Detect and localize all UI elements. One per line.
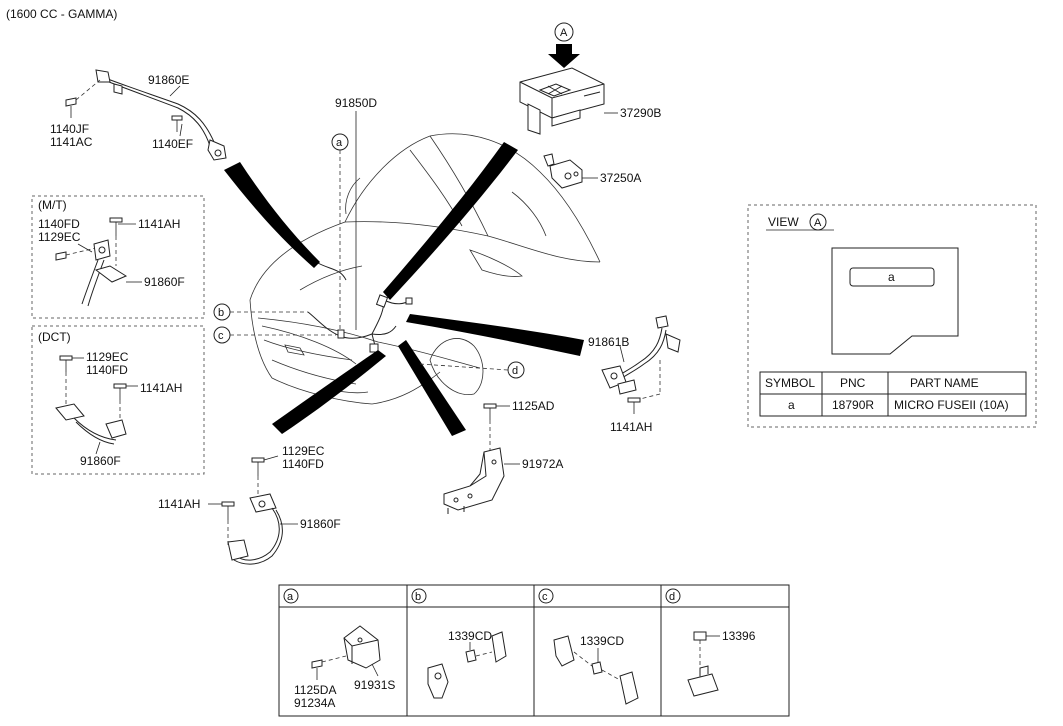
dct-label-1140FD: 1140FD (86, 363, 128, 377)
label-37250A: 37250A (600, 171, 641, 185)
mt-label-1141AH: 1141AH (138, 217, 180, 231)
label-37290B: 37290B (620, 106, 661, 120)
callout-b: b (213, 303, 308, 321)
fuse-slot-label: a (888, 270, 895, 284)
label-1141AH: 1141AH (158, 497, 200, 511)
table-header-symbol: SYMBOL (765, 376, 815, 390)
car-outline (249, 133, 601, 405)
label-1140JF: 1140JF (50, 122, 89, 136)
ground-strap-91860E (65, 69, 227, 161)
dct-title: (DCT) (38, 330, 71, 344)
svg-text:c: c (218, 330, 224, 342)
view-arrow-a: A (548, 22, 580, 68)
table-cell-part-name: MICRO FUSEII (10A) (894, 398, 1009, 412)
detail-label-13396: 13396 (722, 629, 756, 643)
callout-c: c (213, 326, 336, 344)
detail-letter-a: a (287, 591, 294, 603)
svg-text:d: d (512, 365, 518, 377)
svg-text:b: b (218, 307, 224, 319)
label-91861B: 91861B (588, 335, 629, 349)
mt-box: (M/T) 1140FD 1129EC 1141AH 91860F (31, 195, 205, 319)
detail-label-91234A: 91234A (294, 696, 335, 710)
battery-cable-91861B (601, 315, 681, 414)
detail-label-1125DA: 1125DA (294, 683, 336, 697)
detail-label-1339CD-b: 1339CD (448, 629, 492, 643)
label-91972A: 91972A (522, 457, 563, 471)
detail-letter-d: d (669, 591, 675, 603)
harness-wires (307, 261, 413, 357)
dct-label-1129EC: 1129EC (86, 350, 129, 364)
bracket-91972A (443, 403, 520, 514)
detail-letter-c: c (542, 591, 548, 603)
label-1141AC: 1141AC (50, 135, 93, 149)
svg-text:a: a (336, 137, 343, 149)
label-1125AD: 1125AD (512, 399, 555, 413)
mt-label-1129EC: 1129EC (38, 230, 81, 244)
mt-label-91860F: 91860F (144, 275, 185, 289)
ground-strap-91860F (208, 455, 298, 565)
label-1141AH-right: 1141AH (610, 420, 652, 434)
view-title: VIEW (768, 215, 799, 229)
view-a-box: VIEW A a SYMBOL PNC PART NAME a 18790R M… (747, 204, 1037, 428)
fuse-box-37290B (519, 67, 605, 135)
callout-a: a (331, 133, 349, 330)
svg-text:A: A (560, 27, 568, 39)
mt-label-1140FD: 1140FD (38, 217, 80, 231)
dct-label-91860F: 91860F (80, 454, 121, 468)
dct-box: (DCT) 1129EC 1140FD 1141AH 91860F (31, 325, 205, 475)
table-header-part-name: PART NAME (910, 376, 979, 390)
label-1129EC: 1129EC (282, 444, 325, 458)
mt-title: (M/T) (38, 198, 67, 212)
sweep-curves (224, 142, 584, 436)
table-header-pnc: PNC (840, 376, 866, 390)
view-letter: A (814, 217, 822, 229)
relay-37250A (543, 153, 583, 189)
dct-label-1141AH: 1141AH (140, 381, 182, 395)
label-1140FD: 1140FD (282, 457, 324, 471)
label-91850D: 91850D (335, 96, 377, 110)
label-91860E: 91860E (148, 73, 189, 87)
detail-letter-b: b (415, 591, 421, 603)
page-title: (1600 CC - GAMMA) (6, 7, 117, 21)
table-cell-pnc: 18790R (832, 398, 874, 412)
table-cell-symbol: a (788, 398, 795, 412)
label-1140EF: 1140EF (152, 137, 193, 151)
detail-table: a b c d 1125DA 91234A 91931S 1339CD 1339 (278, 584, 790, 717)
detail-label-91931S: 91931S (354, 678, 395, 692)
label-91860F: 91860F (300, 517, 341, 531)
callout-d: d (419, 361, 525, 379)
detail-label-1339CD-c: 1339CD (580, 634, 624, 648)
